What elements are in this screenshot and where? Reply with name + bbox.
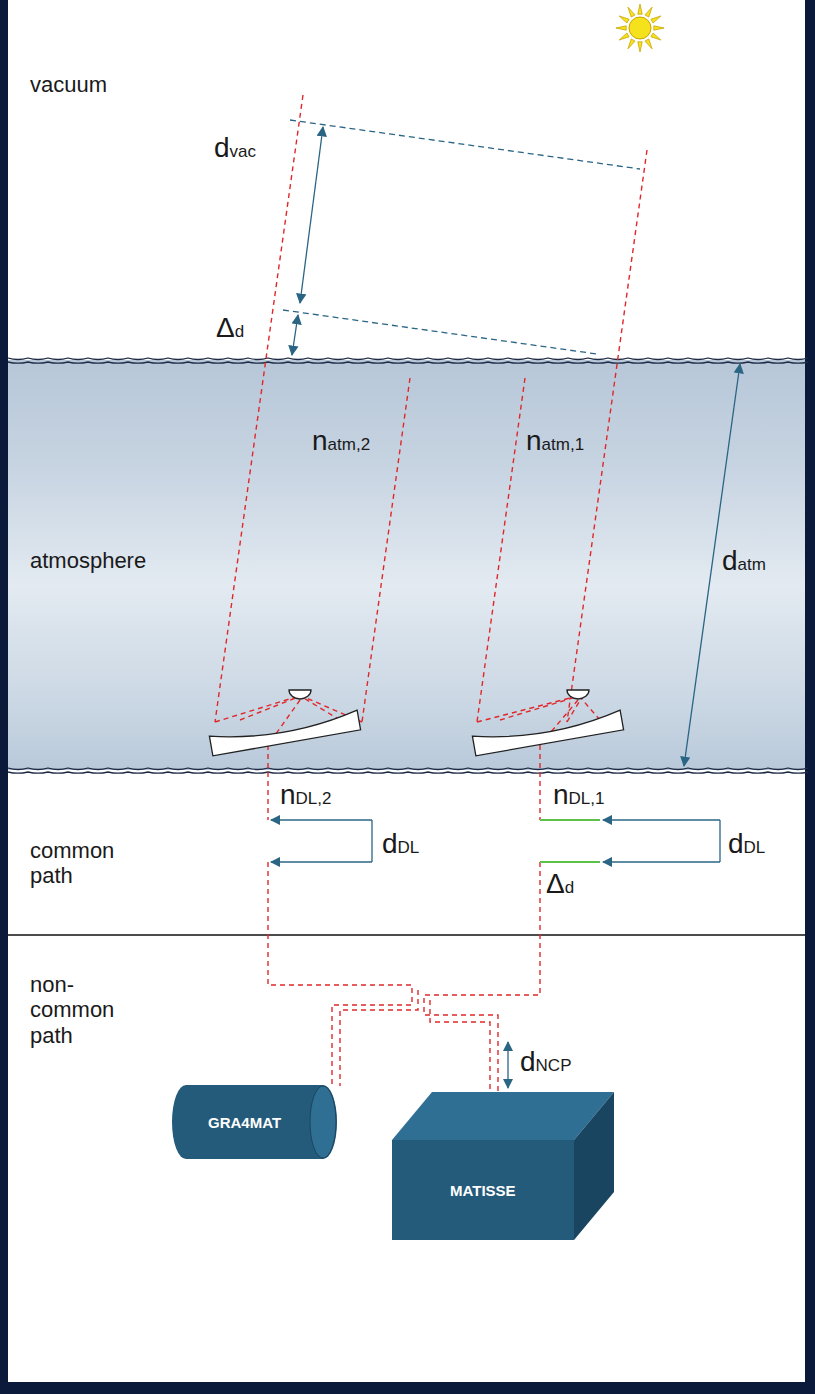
dimension-label: dDL bbox=[728, 828, 765, 860]
section-label: common path bbox=[30, 838, 150, 889]
dimension-label: dNCP bbox=[520, 1046, 571, 1078]
dimension-label: natm,1 bbox=[526, 425, 584, 457]
dimension-label: nDL,2 bbox=[280, 779, 332, 811]
section-label: vacuum bbox=[30, 72, 107, 97]
instrument-name: MATISSE bbox=[450, 1182, 516, 1199]
instrument-cylinder: GRA4MAT bbox=[172, 1085, 337, 1159]
instrument-outline bbox=[392, 1092, 614, 1240]
dimension-label: dvac bbox=[214, 132, 256, 164]
instrument-name: GRA4MAT bbox=[208, 1114, 281, 1131]
dimension-label: Δd bbox=[546, 868, 574, 900]
dimension-label: datm bbox=[722, 545, 766, 577]
instrument-box: MATISSE bbox=[392, 1092, 614, 1240]
section-label: atmosphere bbox=[30, 548, 146, 573]
dimension-label: nDL,1 bbox=[553, 779, 605, 811]
dimension-label: natm,2 bbox=[312, 425, 370, 457]
section-label: non-common path bbox=[30, 972, 150, 1048]
dimension-label: dDL bbox=[382, 828, 419, 860]
dimension-label: Δd bbox=[216, 312, 244, 344]
